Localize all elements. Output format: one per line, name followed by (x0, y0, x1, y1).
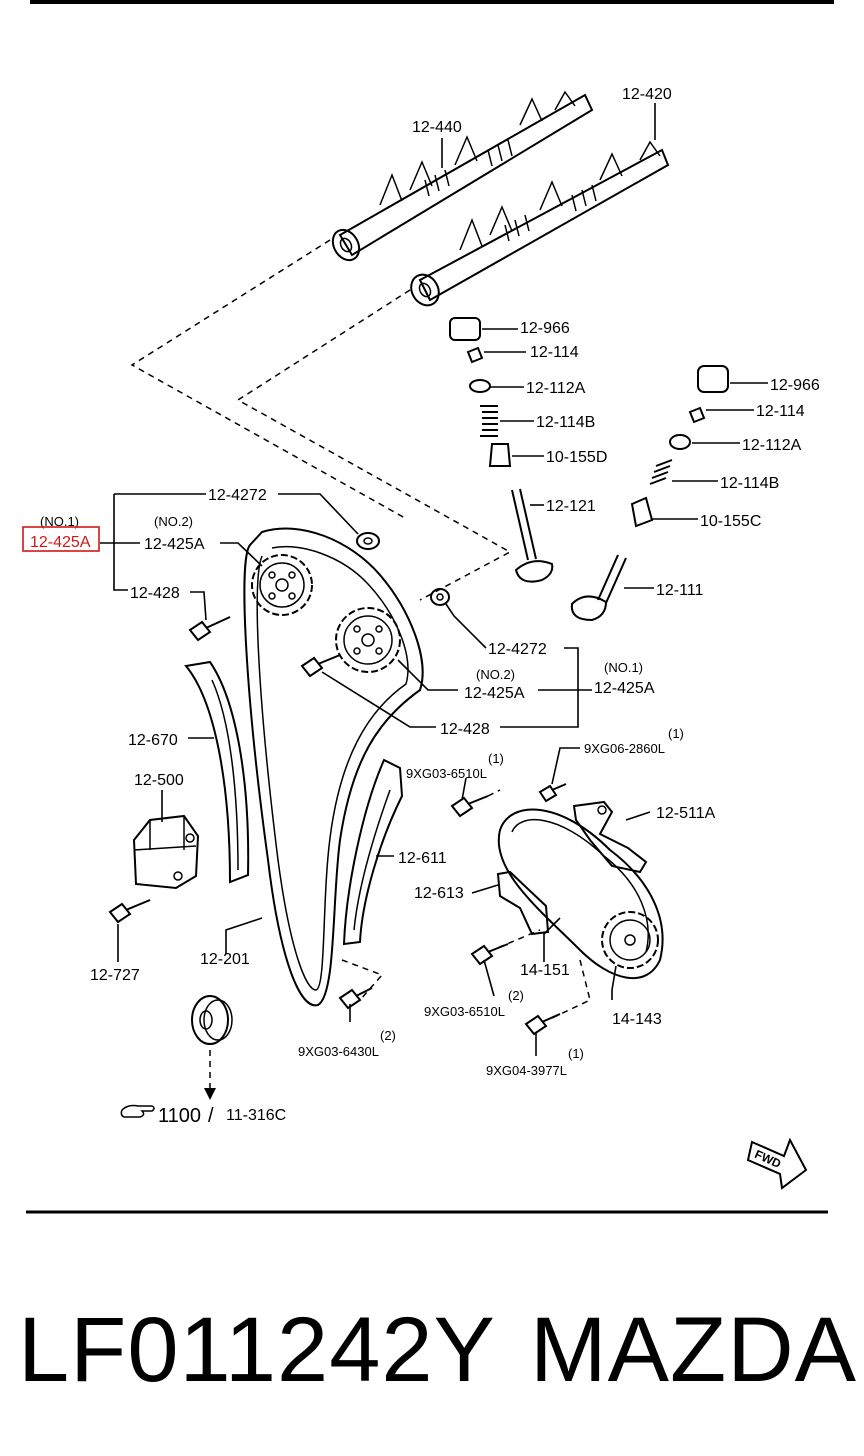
camshaft-intake (410, 140, 670, 307)
label-bolt-9xg03-top-qty: (1) (488, 751, 504, 766)
label-sprocket-no1-left[interactable]: 12-425A (30, 534, 91, 551)
label-chain: 12-201 (200, 951, 250, 968)
label-seal-b: 10-155C (700, 513, 761, 530)
label-bolt-right: 12-428 (440, 721, 490, 738)
label-no1-tag-right: (NO.1) (604, 660, 643, 675)
valvetrain-intake (570, 365, 729, 622)
bolt-left (188, 616, 231, 642)
label-spring-b: 12-114B (720, 475, 779, 492)
label-no2-tag-left: (NO.2) (154, 514, 193, 529)
label-bolt-9xg06: 9XG06-2860L (584, 741, 665, 756)
oil-pump-chain (497, 808, 664, 979)
label-guide-oil: 12-613 (414, 885, 464, 902)
label-guide-fixed: 12-611 (398, 850, 447, 867)
label-camshaft-exhaust: 12-440 (412, 119, 462, 136)
label-sprocket-no2-right: 12-425A (464, 685, 525, 702)
label-washer-right: 12-4272 (488, 641, 547, 658)
oil-pump-sprocket (601, 911, 659, 969)
bolt-right (300, 654, 341, 678)
label-seat-b: 12-112A (742, 437, 802, 454)
bolt-9xg06 (538, 783, 567, 803)
chain-tensioner (132, 814, 200, 890)
label-keeper-b: 12-114 (756, 403, 805, 420)
label-valve-intake: 12-111 (656, 582, 704, 599)
tensioner-guide (184, 660, 250, 884)
cam-sprocket-intake (335, 607, 401, 673)
brand-name: MAZDA (530, 1299, 857, 1401)
label-bolt-9xg03-mid-qty: (2) (508, 988, 524, 1003)
washer-top (356, 532, 380, 550)
label-bolt-9xg03-top: 9XG03-6510L (406, 766, 487, 781)
label-ref-crank: 1100 (158, 1105, 201, 1127)
label-spring-a: 12-114B (536, 414, 595, 431)
oil-guide (496, 870, 550, 936)
label-ref-page[interactable]: 11-316C (226, 1107, 286, 1124)
part-number: LF011242Y (18, 1299, 496, 1401)
label-bolt-9xg03-mid: 9XG03-6510L (424, 1004, 505, 1019)
label-bolt-9xg04: 9XG04-3977L (486, 1063, 567, 1078)
label-seal-a: 10-155D (546, 449, 607, 466)
label-camshaft-intake: 12-420 (622, 86, 672, 103)
label-bolt-left: 12-428 (130, 585, 180, 602)
label-keeper-a: 12-114 (530, 344, 579, 361)
fwd-arrow-icon: FWD (746, 1137, 808, 1190)
oil-chain-tensioner (572, 800, 648, 874)
label-guide-tensioner: 12-670 (128, 732, 178, 749)
label-fwd: FWD (753, 1147, 784, 1171)
pointing-hand-icon (120, 1104, 155, 1118)
arrow-head-icon (204, 1088, 216, 1100)
washer-right (430, 588, 450, 606)
label-seat-a: 12-112A (526, 380, 586, 397)
label-tensioner: 12-500 (134, 772, 184, 789)
footer-caption: LF011242Y MAZDA (18, 1290, 858, 1410)
label-bolt-9xg04-qty: (1) (568, 1046, 584, 1061)
bolt-9xg03-low (338, 987, 373, 1010)
bolt-9xg03-mid (470, 943, 509, 966)
cam-sprocket-exhaust (251, 554, 313, 616)
label-bolt-9xg06-qty: (1) (668, 726, 684, 741)
label-valve-exhaust: 12-121 (546, 498, 596, 515)
label-sprocket-no1-right: 12-425A (594, 680, 655, 697)
label-no2-tag-right: (NO.2) (476, 667, 515, 682)
highlight-box (22, 526, 100, 552)
label-sprocket-no2-left: 12-425A (144, 536, 205, 553)
label-oil-tensioner: 12-511A (656, 805, 716, 822)
label-tensioner-bolt: 12-727 (90, 967, 140, 984)
fixed-guide (342, 758, 404, 946)
camshaft-exhaust (331, 90, 594, 262)
label-ref-slash: / (208, 1105, 214, 1127)
crank-sprocket (191, 995, 233, 1045)
label-oil-sprocket: 14-143 (612, 1011, 662, 1028)
valvetrain-exhaust (449, 317, 554, 583)
bolt-9xg03-top (450, 795, 489, 818)
label-tappet-b: 12-966 (770, 377, 820, 394)
timing-chain (243, 527, 424, 1007)
label-bolt-9xg03-low: 9XG03-6430L (298, 1044, 379, 1059)
label-oil-chain: 14-151 (520, 962, 570, 979)
label-tappet-a: 12-966 (520, 320, 570, 337)
label-no1-tag-left: (NO.1) (40, 514, 79, 529)
label-washer-top: 12-4272 (208, 487, 267, 504)
label-bolt-9xg03-low-qty: (2) (380, 1028, 396, 1043)
tensioner-bolt (108, 899, 151, 924)
